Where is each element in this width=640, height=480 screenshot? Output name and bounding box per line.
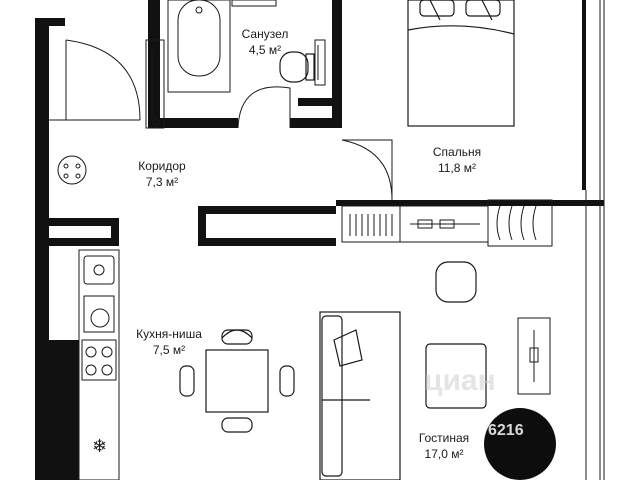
washer-icon: [83, 295, 115, 333]
wall-corridor-stub-r: [111, 218, 119, 246]
round-rug-icon: [57, 155, 87, 185]
living-area: 17,0 м²: [424, 447, 464, 461]
armchair-icon: [425, 261, 487, 409]
wall-mid-right-top: [336, 200, 604, 206]
dining-table-icon: [179, 329, 295, 433]
living-name: Гостиная: [418, 431, 470, 445]
bed-icon: [407, 0, 515, 127]
bathroom-area: 4,5 м²: [248, 43, 282, 57]
watermark-text: циан: [424, 364, 496, 397]
wall-left-upper: [35, 18, 49, 480]
stove-icon: [81, 339, 117, 381]
window-right: [585, 0, 605, 480]
wall-bath-right: [332, 0, 342, 128]
wall-left-top-stub: [35, 18, 65, 26]
wall-kitchen-col: [49, 340, 79, 480]
wall-bath-bottom-right: [290, 118, 342, 128]
wall-corridor-stub-b: [49, 238, 119, 246]
wardrobe-icon: [341, 199, 553, 247]
bedroom-label: Спальня 11,8 м²: [412, 144, 502, 176]
bedroom-door: [341, 139, 393, 201]
bath-sink-icon: [231, 0, 326, 86]
wall-bath-bottom-left: [160, 118, 238, 128]
bedroom-area: 11,8 м²: [437, 161, 477, 175]
kitchen-counter: [78, 249, 120, 480]
wall-mid-partition: [198, 206, 336, 214]
corridor-name: Коридор: [138, 159, 186, 173]
sofa-icon: [319, 311, 401, 480]
bedroom-name: Спальня: [432, 145, 482, 159]
wall-bedroom-right-top: [582, 0, 586, 190]
wall-corridor-stub: [49, 218, 119, 226]
walls: [35, 0, 604, 480]
wall-mid-partition-left: [198, 206, 206, 246]
bathroom-door: [237, 86, 291, 129]
sink-icon: [83, 255, 115, 285]
corridor-area: 7,3 м²: [145, 175, 179, 189]
round-table-icon: [484, 408, 556, 480]
living-label: Гостиная 17,0 м²: [404, 430, 484, 462]
kitchen-area: 7,5 м²: [152, 343, 186, 357]
wall-mid-partition-bottom: [198, 238, 336, 246]
entry-door: [49, 39, 141, 121]
bathtub-icon: [167, 0, 231, 93]
fridge-snowflake-icon: ❄: [92, 436, 107, 457]
watermark-number: 6216: [488, 422, 524, 439]
kitchen-name: Кухня-ниша: [136, 327, 202, 341]
toilet-icon: [279, 51, 315, 83]
bathroom-name: Санузел: [241, 27, 289, 41]
bathroom-label: Санузел 4,5 м²: [230, 26, 300, 58]
corridor-label: Коридор 7,3 м²: [122, 158, 202, 190]
wall-bath-inner: [298, 98, 332, 106]
tv-stand-icon: [517, 317, 551, 395]
corridor-cabinet: [145, 39, 165, 129]
kitchen-label: Кухня-ниша 7,5 м²: [124, 326, 214, 358]
wall-bath-left: [148, 0, 160, 128]
